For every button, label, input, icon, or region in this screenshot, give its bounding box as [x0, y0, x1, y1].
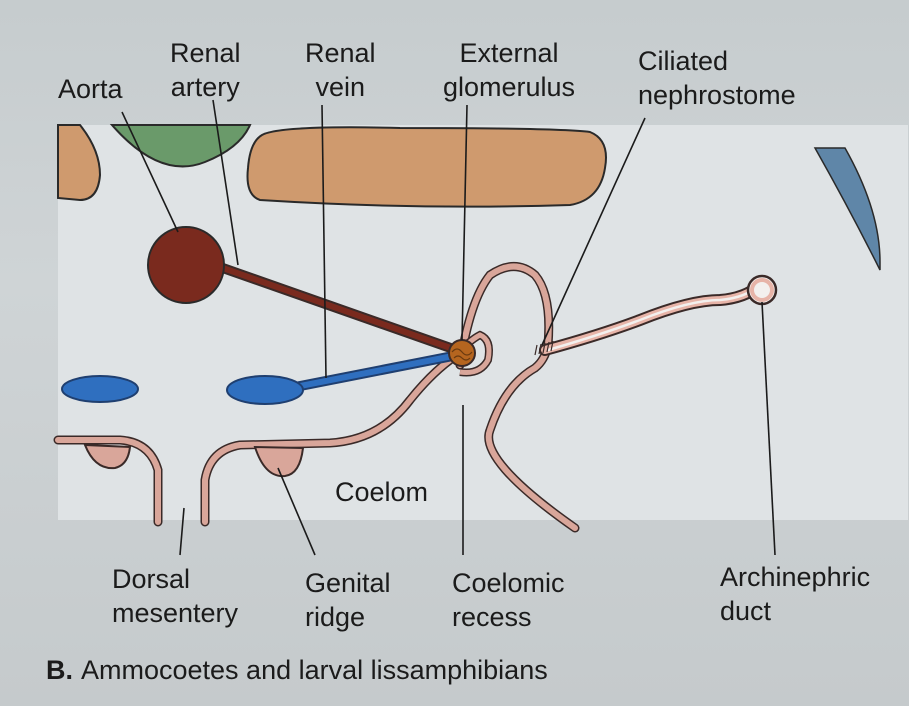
cardinal-vein-right: [227, 376, 303, 404]
caption-text: Ammocoetes and larval lissamphibians: [81, 655, 548, 685]
label-aorta: Aorta: [58, 72, 123, 106]
right-muscle-block: [248, 127, 607, 206]
aorta-shape: [148, 227, 224, 303]
caption-letter: B.: [46, 655, 73, 685]
figure-caption: B. Ammocoetes and larval lissamphibians: [46, 655, 548, 686]
label-coelom: Coelom: [335, 475, 428, 509]
cardinal-vein-left: [62, 376, 138, 402]
